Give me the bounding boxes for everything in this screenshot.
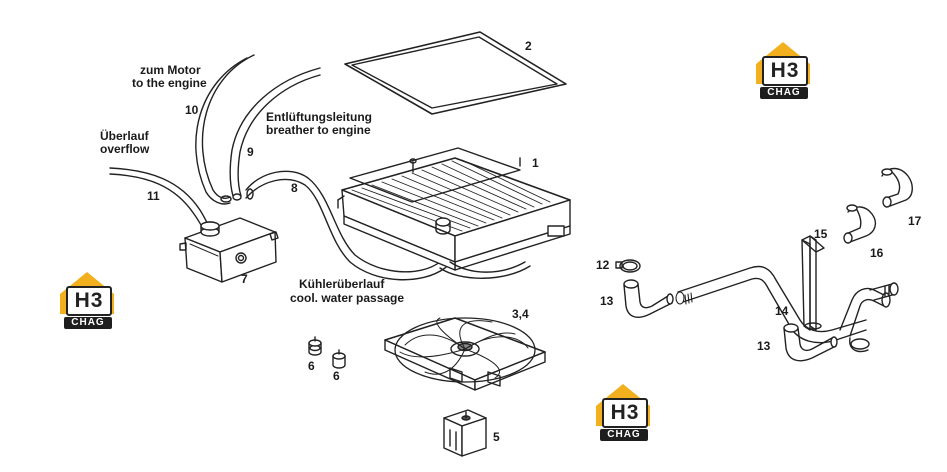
part-number-9: 9 xyxy=(247,145,254,159)
part-number-17: 17 xyxy=(908,214,922,228)
part-number-6a: 6 xyxy=(308,359,315,373)
elbow-hose-part-13b xyxy=(783,323,838,362)
logo-band: CHAG xyxy=(760,87,808,99)
pipe-assembly-part-14 xyxy=(675,265,899,353)
part-number-13b: 13 xyxy=(757,339,771,353)
radiator-part-1 xyxy=(337,147,571,279)
part-number-2: 2 xyxy=(525,39,532,53)
hose-part-11 xyxy=(109,167,211,231)
label-zum-motor: zum Motor xyxy=(140,63,201,77)
watermark-logo-bottom: H3 CHAG xyxy=(592,382,654,444)
part-number-14: 14 xyxy=(775,304,789,318)
watermark-logo-left: H3 CHAG xyxy=(56,270,118,332)
elbow-hose-part-16 xyxy=(843,204,877,244)
hose-part-9 xyxy=(229,67,321,201)
label-ueberlauf: Überlauf xyxy=(100,129,149,143)
logo-band: CHAG xyxy=(600,429,648,441)
part-number-15: 15 xyxy=(814,227,828,241)
pump-part-5 xyxy=(443,409,487,457)
label-breather-to-engine: breather to engine xyxy=(266,123,371,137)
elbow-hose-part-17 xyxy=(881,167,913,208)
part-number-11: 11 xyxy=(147,189,160,203)
fan-part-3-4 xyxy=(384,317,546,391)
label-entlueftungsleitung: Entlüftungsleitung xyxy=(266,110,372,124)
part-number-8: 8 xyxy=(291,181,298,195)
part-number-12: 12 xyxy=(596,258,610,272)
label-kuehlerueberlauf: Kühlerüberlauf xyxy=(299,277,385,291)
logo-letters: H3 xyxy=(602,398,648,428)
part-number-1: 1 xyxy=(532,156,539,170)
part-number-7: 7 xyxy=(241,272,248,286)
part-number-3-4: 3,4 xyxy=(512,307,529,321)
logo-letters: H3 xyxy=(762,56,808,86)
part-number-10: 10 xyxy=(185,103,199,117)
label-overflow: overflow xyxy=(100,142,150,156)
part-number-5: 5 xyxy=(493,430,500,444)
logo-letters: H3 xyxy=(66,286,112,316)
overflow-tank-part-7 xyxy=(179,217,279,283)
hose-clamp-part-12 xyxy=(615,259,641,273)
gasket-frame-part-2 xyxy=(344,31,567,115)
watermark-logo-top-right: H3 CHAG xyxy=(752,40,814,102)
part-number-6b: 6 xyxy=(333,369,340,383)
rubber-mount-part-6b xyxy=(332,349,346,369)
elbow-hose-part-13a xyxy=(623,279,674,318)
hose-part-10 xyxy=(195,54,255,205)
logo-band: CHAG xyxy=(64,317,112,329)
bracket-part-15 xyxy=(801,235,825,331)
rubber-mount-part-6a xyxy=(308,336,322,356)
part-number-16: 16 xyxy=(870,246,884,260)
part-number-13a: 13 xyxy=(600,294,614,308)
label-cool-water-passage: cool. water passage xyxy=(290,291,405,305)
label-to-the-engine: to the engine xyxy=(132,76,207,90)
